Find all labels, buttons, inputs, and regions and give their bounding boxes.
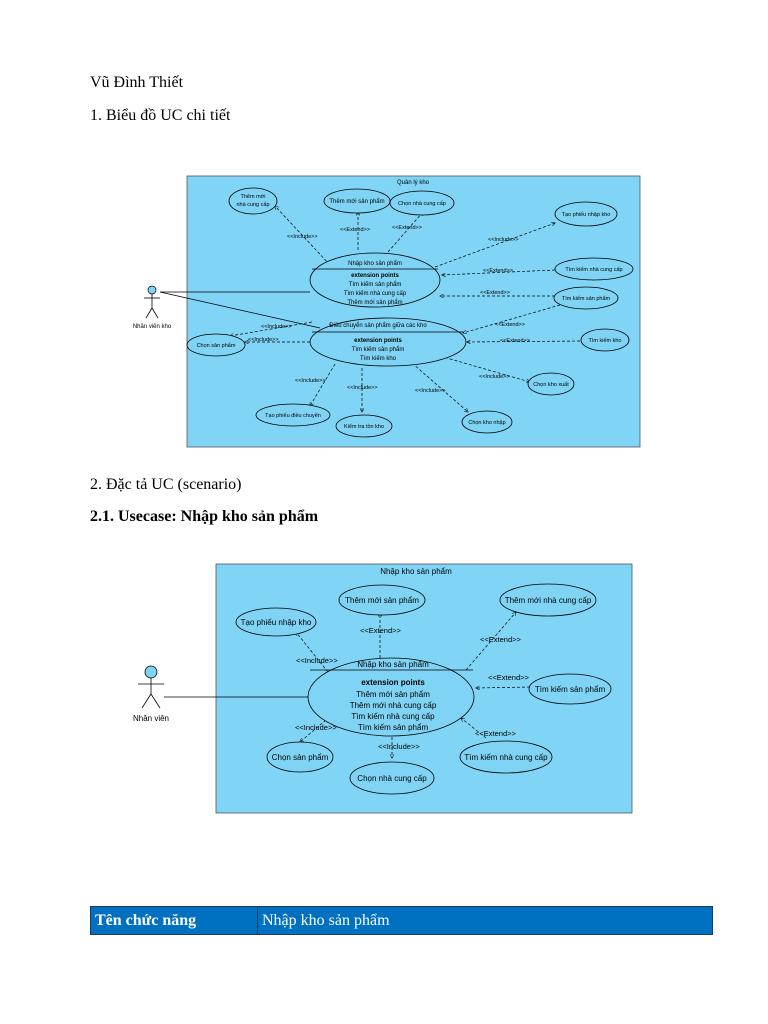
usecase-tim-kiem-san-pham: Tìm kiếm sản phẩm (528, 673, 612, 705)
svg-text:Thêm mới sản phẩm: Thêm mới sản phẩm (329, 198, 384, 205)
author-name: Vũ Đình Thiết (90, 74, 184, 91)
svg-text:Chọn kho xuất: Chọn kho xuất (533, 382, 569, 388)
usecase-nhap-kho-san-pham: Nhập kho sản phẩm extension points Thêm … (307, 657, 475, 737)
svg-text:Tìm kiếm sản phẩm: Tìm kiếm sản phẩm (358, 723, 429, 732)
svg-text:<<Extend>>: <<Extend>> (340, 227, 370, 233)
svg-text:<<Extend>>: <<Extend>> (360, 626, 401, 635)
svg-text:<<Include>>: <<Include>> (479, 374, 510, 380)
svg-text:Thêm mới sản phẩm: Thêm mới sản phẩm (356, 690, 430, 699)
svg-text:Tìm kiếm nhà cung cấp: Tìm kiếm nhà cung cấp (351, 712, 435, 721)
svg-text:Chọn nhà cung cấp: Chọn nhà cung cấp (398, 201, 446, 207)
usecase-them-moi-nha-cung-cap: Thêm mới nhà cung cấp (499, 583, 597, 617)
usecase-them-moi-san-pham: Thêm mới sản phẩm (338, 584, 426, 616)
svg-text:<<Include>>: <<Include>> (287, 234, 318, 240)
svg-text:Tạo phiếu điều chuyển: Tạo phiếu điều chuyển (265, 412, 321, 419)
usecase-diagram-overview: Quản lý kho Nhân viên kho <<Include>> <<… (130, 170, 645, 450)
svg-text:<<Include>>: <<Include>> (261, 324, 292, 330)
svg-text:Tìm kiếm kho: Tìm kiếm kho (360, 356, 397, 362)
table-row: Tên chức năng Nhập kho sản phẩm (90, 906, 713, 935)
svg-text:<<Extend>>: <<Extend>> (392, 225, 422, 231)
usecase-chon-nha-cung-cap: Chọn nhà cung cấp (389, 190, 455, 216)
svg-text:Tạo phiếu nhập kho: Tạo phiếu nhập kho (241, 618, 312, 627)
svg-text:<<Extend>>: <<Extend>> (495, 322, 525, 328)
svg-text:extension points: extension points (354, 338, 402, 344)
svg-text:Điều chuyển sản phẩm giữa các: Điều chuyển sản phẩm giữa các kho (329, 322, 427, 329)
svg-text:Kiểm tra tồn kho: Kiểm tra tồn kho (344, 423, 384, 430)
svg-text:<<Include>>: <<Include>> (415, 388, 446, 394)
svg-text:<<Extend>>: <<Extend>> (475, 729, 516, 738)
usecase-tim-kiem-nha-cung-cap: Tìm kiếm nhà cung cấp (554, 257, 634, 281)
svg-text:Tìm kiếm sản phẩm: Tìm kiếm sản phẩm (349, 281, 402, 288)
svg-text:<<Include>>: <<Include>> (295, 723, 337, 732)
usecase-chon-kho-nhap: Chọn kho nhập (461, 410, 513, 434)
svg-text:Thêm mới nhà cung cấp: Thêm mới nhà cung cấp (350, 701, 437, 710)
svg-text:Tìm kiếm kho: Tìm kiếm kho (588, 338, 621, 344)
usecase-chon-kho-xuat: Chọn kho xuất (527, 372, 575, 396)
usecase-tao-phieu-nhap-kho: Tạo phiếu nhập kho (554, 201, 618, 227)
usecase-chon-nha-cung-cap: Chọn nhà cung cấp (349, 761, 435, 795)
svg-text:Thêm mới: Thêm mới (241, 194, 266, 200)
usecase-them-moi-nha-cung-cap: Thêm mới nhà cung cấp (228, 187, 278, 215)
svg-text:<<Extend>>: <<Extend>> (480, 290, 510, 296)
svg-text:Chọn sản phẩm: Chọn sản phẩm (197, 342, 236, 349)
actor-label: Nhân viên (133, 714, 169, 723)
svg-text:Nhập kho sản phẩm: Nhập kho sản phẩm (357, 660, 429, 669)
usecase-tim-kiem-kho: Tìm kiếm kho (580, 328, 630, 352)
section-heading-diagram: 1. Biểu đồ UC chi tiết (90, 107, 231, 124)
usecase-kiem-tra-ton-kho: Kiểm tra tồn kho (335, 414, 393, 438)
svg-text:<<Include>>: <<Include>> (378, 742, 420, 751)
svg-text:Chọn sản phẩm: Chọn sản phẩm (272, 753, 329, 762)
svg-text:Tìm kiếm nhà cung cấp: Tìm kiếm nhà cung cấp (565, 267, 622, 273)
usecase-dieu-chuyen-san-pham: Điều chuyển sản phẩm giữa các kho extens… (309, 317, 467, 367)
usecase-nhap-kho-san-pham: Nhập kho sản phẩm extension points Tìm k… (309, 252, 441, 308)
svg-text:Thêm mới nhà cung cấp: Thêm mới nhà cung cấp (505, 596, 592, 605)
actor-nhan-vien-kho: Nhân viên kho (133, 285, 172, 330)
svg-text:extension points: extension points (351, 273, 399, 279)
svg-text:<<Include>>: <<Include>> (248, 337, 279, 343)
svg-text:Chọn nhà cung cấp: Chọn nhà cung cấp (357, 774, 427, 783)
svg-text:Tìm kiếm sản phẩm: Tìm kiếm sản phẩm (352, 346, 405, 353)
svg-text:nhà cung cấp: nhà cung cấp (236, 202, 269, 208)
usecase-heading: 2.1. Usecase: Nhập kho sản phẩm (90, 508, 319, 525)
svg-text:Tìm kiếm sản phẩm: Tìm kiếm sản phẩm (535, 685, 606, 694)
system-title: Quản lý kho (397, 180, 430, 186)
svg-text:Chọn kho nhập: Chọn kho nhập (468, 420, 505, 426)
system-title: Nhập kho sản phẩm (380, 567, 452, 576)
usecase-diagram-nhap-kho: Nhập kho sản phẩm Nhân viên <<Include>> … (128, 560, 638, 816)
svg-text:<<Include>>: <<Include>> (347, 385, 378, 391)
svg-text:<<Include>>: <<Include>> (296, 656, 338, 665)
svg-text:<<Extend>>: <<Extend>> (480, 635, 521, 644)
usecase-tim-kiem-nha-cung-cap: Tìm kiếm nhà cung cấp (459, 740, 553, 774)
spec-value: Nhập kho sản phẩm (257, 906, 713, 935)
svg-text:Tạo phiếu nhập kho: Tạo phiếu nhập kho (562, 212, 611, 218)
svg-text:Tìm kiếm nhà cung cấp: Tìm kiếm nhà cung cấp (464, 753, 548, 762)
usecase-them-moi-san-pham: Thêm mới sản phẩm (323, 188, 391, 214)
usecase-spec-table: Tên chức năng Nhập kho sản phẩm (90, 906, 713, 935)
actor-nhan-vien: Nhân viên (133, 665, 169, 723)
svg-text:Thêm mới sản phẩm: Thêm mới sản phẩm (347, 299, 402, 306)
svg-text:<<Extend>>: <<Extend>> (500, 338, 530, 344)
svg-text:Tìm kiếm sản phẩm: Tìm kiếm sản phẩm (562, 295, 611, 302)
svg-text:Thêm mới sản phẩm: Thêm mới sản phẩm (345, 596, 419, 605)
svg-text:<<Include>>: <<Include>> (295, 378, 326, 384)
spec-key: Tên chức năng (90, 906, 258, 935)
svg-text:<<Extend>>: <<Extend>> (483, 268, 513, 274)
usecase-chon-san-pham: Chọn sản phẩm (186, 333, 246, 357)
usecase-chon-san-pham: Chọn sản phẩm (266, 741, 334, 773)
svg-text:extension points: extension points (361, 678, 425, 687)
usecase-tim-kiem-san-pham: Tìm kiếm sản phẩm (553, 286, 619, 310)
svg-text:<<Extend>>: <<Extend>> (488, 673, 529, 682)
svg-text:Tìm kiếm nhà cung cấp: Tìm kiếm nhà cung cấp (344, 291, 407, 297)
svg-text:<<Include>>: <<Include>> (488, 237, 519, 243)
actor-label: Nhân viên kho (133, 324, 172, 330)
svg-text:Nhập kho sản phẩm: Nhập kho sản phẩm (348, 260, 402, 267)
usecase-tao-phieu-dieu-chuyen: Tạo phiếu điều chuyển (255, 403, 331, 427)
usecase-tao-phieu-nhap-kho: Tạo phiếu nhập kho (235, 607, 317, 637)
section-heading-spec: 2. Đặc tả UC (scenario) (90, 476, 242, 493)
